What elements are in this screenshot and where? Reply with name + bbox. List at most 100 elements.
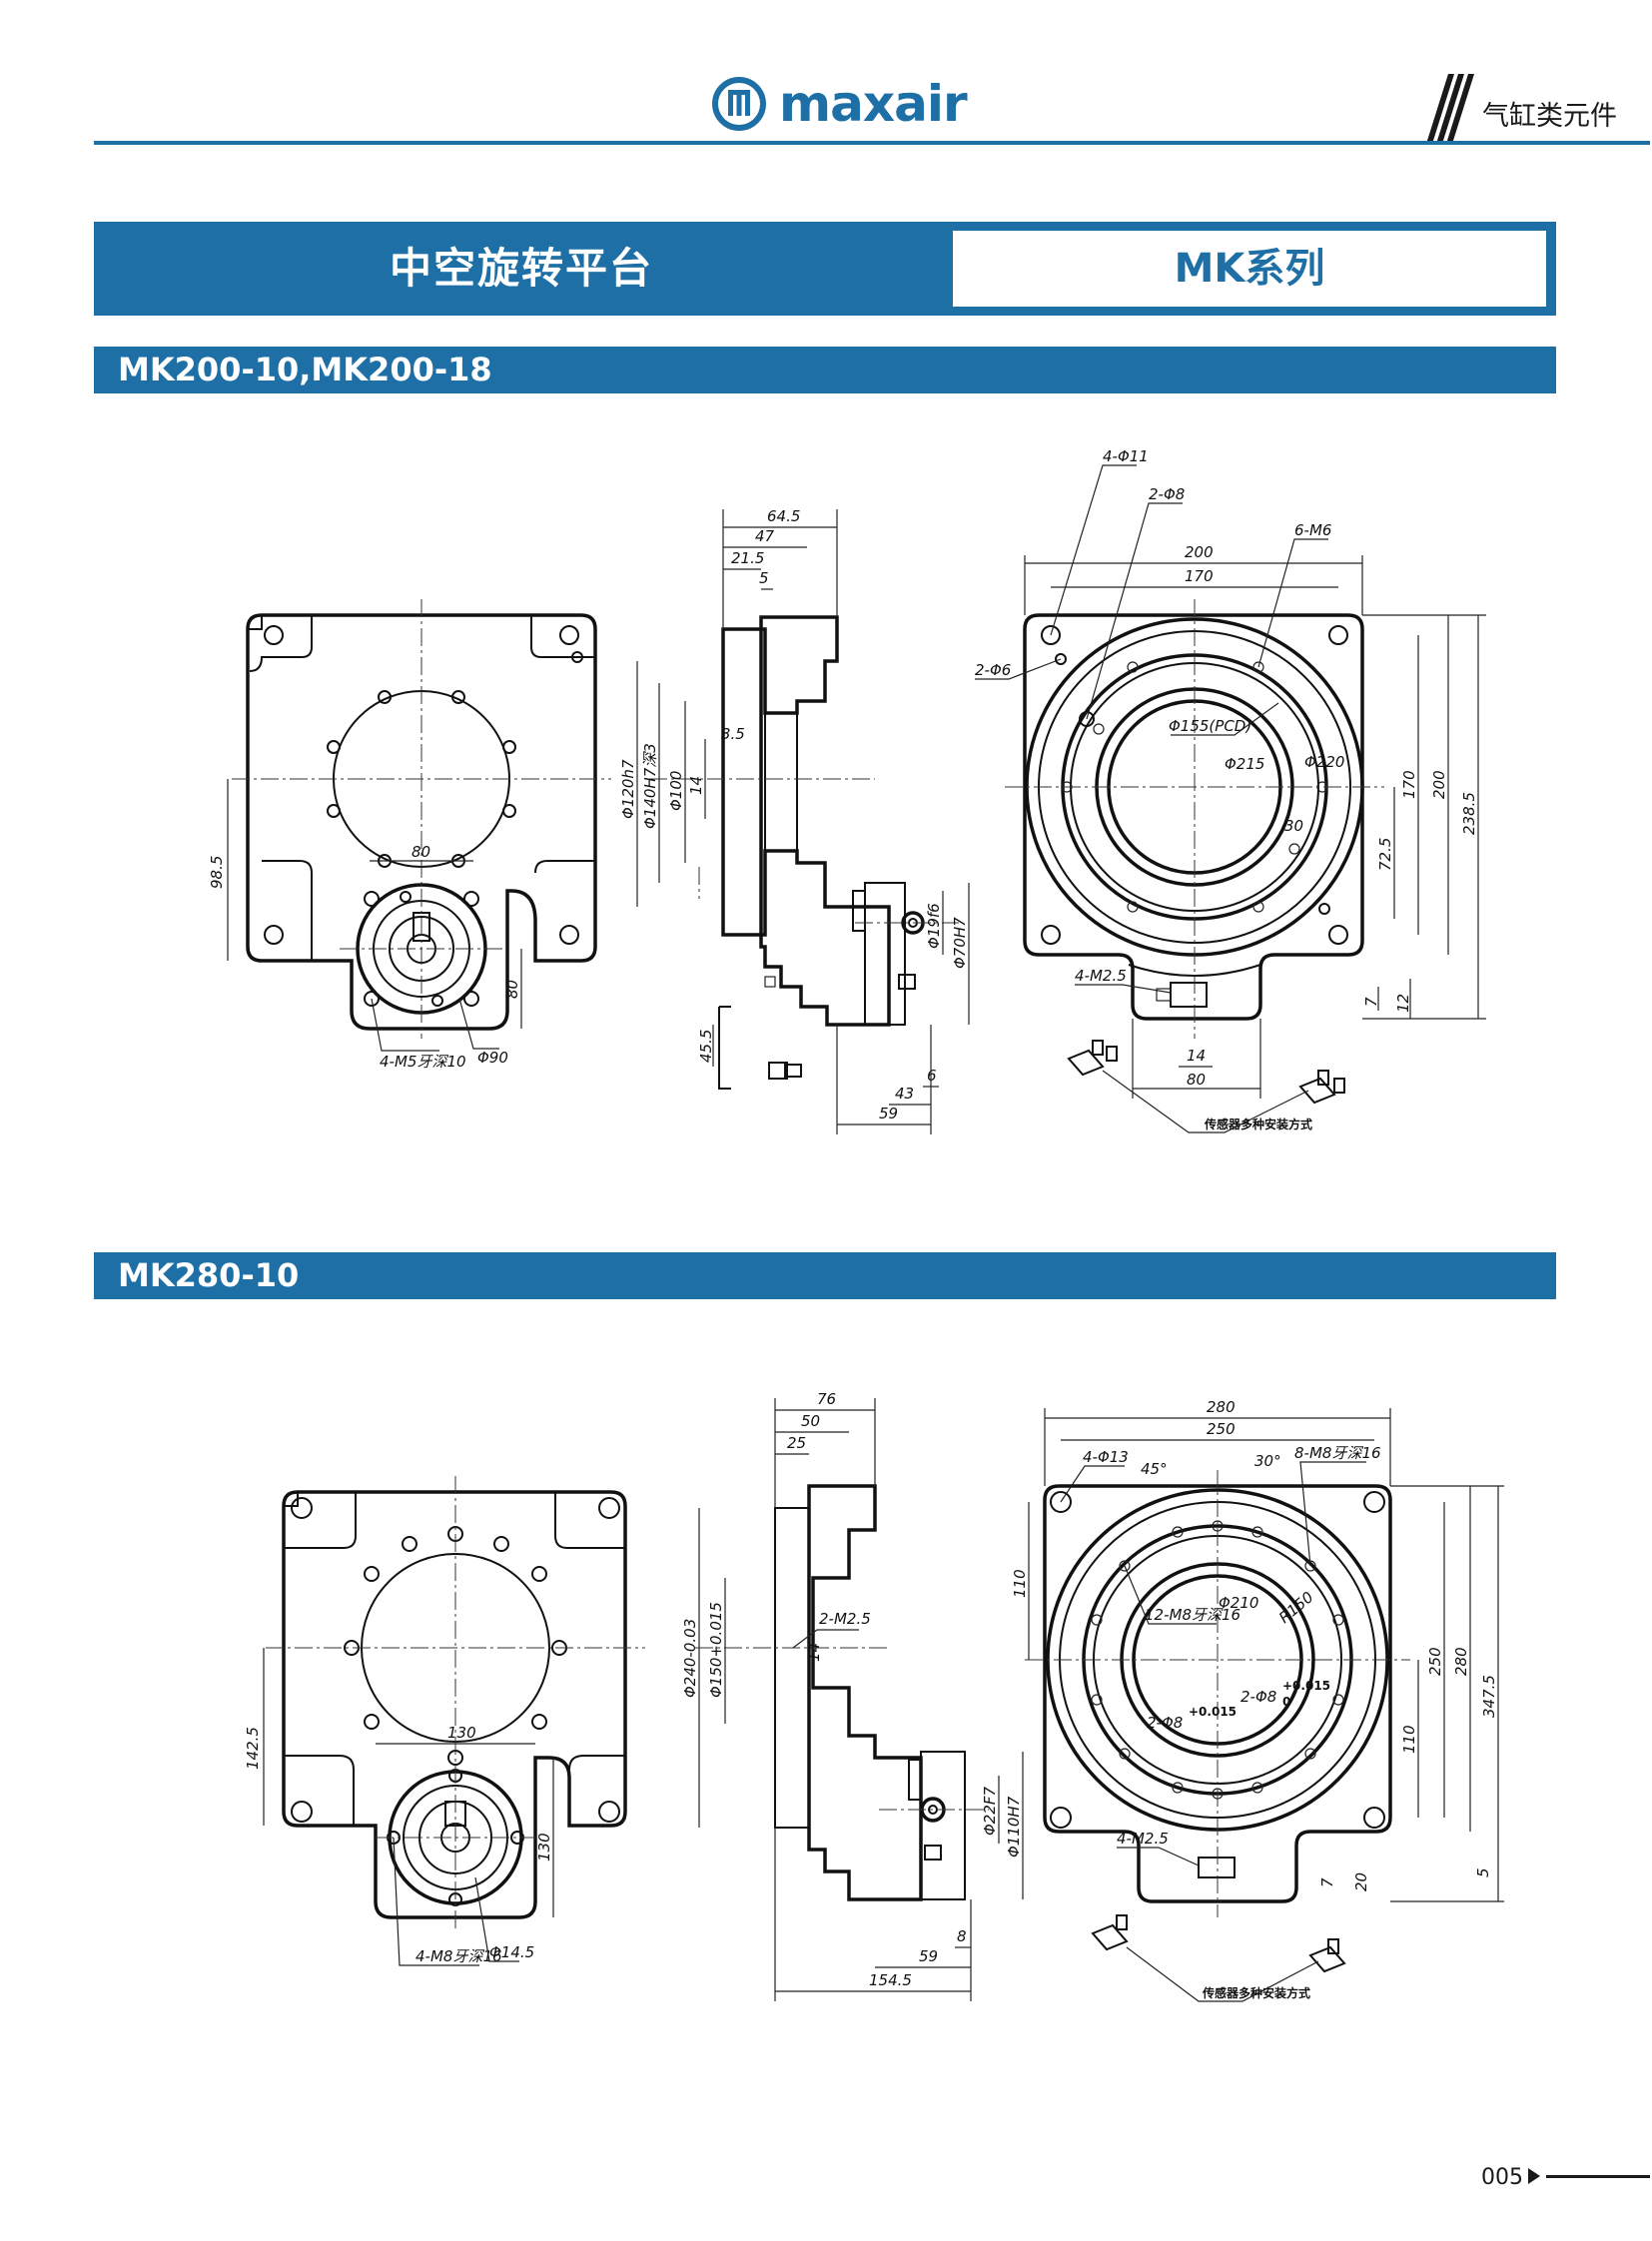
dim-phi100: Φ100 (667, 771, 685, 811)
dim-5: 5 (1474, 1868, 1492, 1877)
dim-8: 8 (957, 1927, 967, 1945)
dim-200-horizontal: 200 (1185, 543, 1214, 561)
dim-phi90: Φ90 (477, 1049, 508, 1067)
dim-250-horizontal: 250 (1207, 1420, 1236, 1438)
dim-347-5: 347.5 (1480, 1675, 1498, 1718)
dim-tolerance-right: +0.015 (1282, 1679, 1330, 1693)
dim-98-5: 98.5 (208, 856, 226, 889)
dim-130-vertical: 130 (535, 1833, 553, 1862)
sensor-right-icon (1298, 1070, 1345, 1105)
dim-21-5: 21.5 (731, 549, 764, 567)
header-category-label: 气缸类元件 (1482, 101, 1617, 132)
dim-phi220: Φ220 (1304, 753, 1344, 771)
mk280-technical-drawing: 142.5 130 130 4-M8牙深16 Φ14.5 76 50 25 Φ2… (244, 1390, 1504, 2002)
sensor-note: 传感器多种安装方式 (1202, 1985, 1310, 2000)
dim-45-5: 45.5 (697, 1030, 715, 1063)
mk200-side-view: 64.5 47 21.5 5 Φ120h7 Φ140H7深3 Φ100 14 3… (619, 507, 970, 1134)
sensor-left-icon (1091, 1914, 1129, 1951)
dim-7: 7 (1318, 1877, 1336, 1887)
page-number: 005 (1481, 2165, 1523, 2190)
dim-4-m2-5: 4-M2.5 (1075, 967, 1127, 985)
series-title: MK系列 (1174, 246, 1325, 292)
dim-80-bottom: 80 (1187, 1071, 1206, 1089)
dim-170-horizontal: 170 (1185, 567, 1214, 585)
dim-280-horizontal: 280 (1207, 1398, 1236, 1416)
section-heading-text: MK200-10,MK200-18 (118, 351, 492, 388)
dim-4-m8: 4-M8牙深16 (415, 1947, 502, 1965)
dim-59: 59 (879, 1105, 898, 1122)
dim-59: 59 (919, 1947, 938, 1965)
brand-name: maxair (779, 75, 968, 133)
dim-5: 5 (759, 569, 769, 587)
dim-phi215: Φ215 (1225, 755, 1264, 773)
series-box: MK系列 (953, 231, 1546, 307)
dim-4-m5: 4-M5牙深10 (380, 1053, 466, 1071)
dim-phi70h7: Φ70H7 (951, 917, 969, 969)
dim-phi110h7: Φ110H7 (1005, 1796, 1023, 1858)
dim-2-phi8-left: 2-Φ8 (1147, 1714, 1183, 1732)
dim-4-phi11: 4-Φ11 (1103, 447, 1149, 465)
dim-2-m2-5: 2-M2.5 (819, 1610, 871, 1628)
dim-50: 50 (801, 1412, 820, 1430)
dim-phi150: Φ150+0.015 (707, 1602, 725, 1698)
brand-logo-group: maxair (711, 74, 968, 134)
maxair-logo-icon (712, 77, 766, 131)
dim-phi14-5: Φ14.5 (489, 1943, 534, 1961)
dim-14-bottom: 14 (1187, 1047, 1206, 1065)
dim-80-vertical: 80 (503, 980, 521, 999)
mk280-side-view: 76 50 25 Φ240-0.03 Φ150+0.015 2-M2.5 14 … (681, 1390, 1024, 2001)
dim-3-5: 3.5 (721, 725, 745, 743)
dim-2-phi8: 2-Φ8 (1149, 485, 1185, 503)
mk200-top-view: 4-Φ11 2-Φ8 6-M6 2-Φ6 200 170 Φ155(PCD) Φ… (975, 447, 1486, 1133)
mk280-top-view: 280 250 4-Φ13 45° 30° 8-M8牙深16 110 12-M8… (1011, 1398, 1504, 2002)
header-rule (94, 141, 1650, 145)
dim-7: 7 (1362, 997, 1380, 1007)
mk200-front-view: 98.5 80 80 4-M5牙深10 Φ90 (208, 599, 611, 1071)
dim-250-vertical: 250 (1426, 1647, 1444, 1676)
dim-phi210: Φ210 (1219, 1594, 1258, 1612)
dim-6: 6 (927, 1067, 937, 1085)
dim-130-horizontal: 130 (447, 1724, 476, 1742)
sensor-note: 传感器多种安装方式 (1204, 1117, 1312, 1131)
dim-2-phi6: 2-Φ6 (975, 661, 1011, 679)
dim-170-vertical: 170 (1400, 770, 1418, 799)
title-banner: 中空旋转平台 MK系列 (94, 222, 1556, 316)
dim-phi19f6: Φ19f6 (925, 903, 943, 949)
dim-43: 43 (895, 1085, 914, 1103)
mk280-front-view: 142.5 130 130 4-M8牙深16 Φ14.5 (244, 1476, 645, 1966)
dim-12: 12 (1394, 994, 1412, 1013)
dim-tolerance-left: +0.015 (1189, 1705, 1237, 1719)
dim-20: 20 (1352, 1872, 1370, 1891)
dim-14: 14 (687, 776, 705, 795)
dim-238-5: 238.5 (1460, 792, 1478, 835)
dim-76: 76 (817, 1390, 836, 1408)
dim-6-m6: 6-M6 (1294, 521, 1331, 539)
section-heading-mk200: MK200-10,MK200-18 (94, 347, 1556, 393)
dim-phi140h7: Φ140H7深3 (641, 743, 659, 829)
dim-200-vertical: 200 (1430, 770, 1448, 799)
dim-72-5: 72.5 (1376, 838, 1394, 871)
dim-8-m8: 8-M8牙深16 (1294, 1444, 1381, 1462)
sensor-left-icon (1067, 1040, 1118, 1077)
section-heading-text: MK280-10 (118, 1256, 300, 1294)
dim-phi22f7: Φ22F7 (981, 1786, 999, 1836)
dim-142-5: 142.5 (244, 1727, 262, 1770)
dim-angle-45: 45° (1141, 1460, 1168, 1478)
dim-phi120h7: Φ120h7 (619, 759, 637, 819)
dim-angle-30: 30° (1254, 1452, 1281, 1470)
dim-25: 25 (787, 1434, 806, 1452)
dim-r150: R150 (1275, 1588, 1316, 1627)
dim-4-phi13: 4-Φ13 (1083, 1448, 1129, 1466)
dim-80-horizontal: 80 (412, 843, 430, 861)
dim-47: 47 (755, 527, 775, 545)
dim-4-m2-5: 4-M2.5 (1117, 1830, 1169, 1848)
dim-tolerance-zero: 0 (1282, 1695, 1290, 1709)
dim-2-phi8-right: 2-Φ8 (1240, 1688, 1276, 1706)
section-heading-mk280: MK280-10 (94, 1252, 1556, 1299)
dim-280-vertical: 280 (1452, 1647, 1470, 1676)
footer-rule (1546, 2175, 1650, 2178)
dim-110-right: 110 (1400, 1725, 1418, 1754)
dim-14: 14 (805, 1643, 823, 1662)
dim-30: 30 (1284, 817, 1303, 835)
dim-12-m8: 12-M8牙深16 (1145, 1606, 1240, 1624)
